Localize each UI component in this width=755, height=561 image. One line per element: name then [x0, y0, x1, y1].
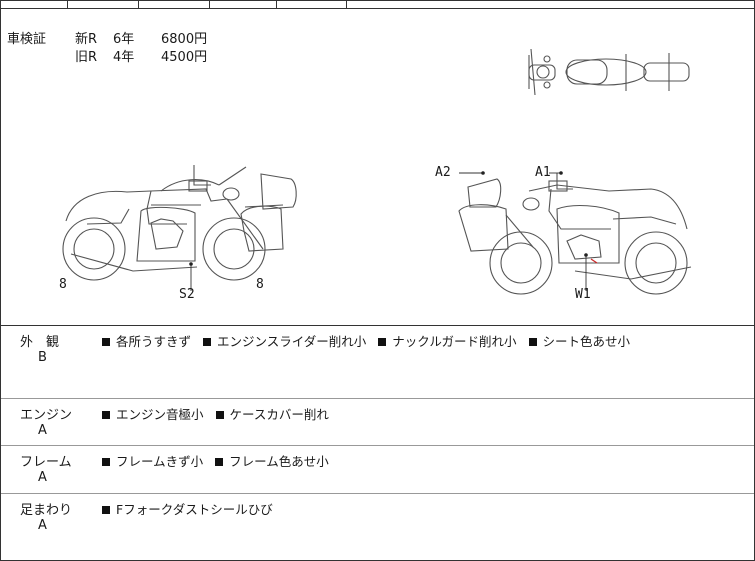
bullet-square-icon — [102, 338, 110, 346]
section-name: エンジン — [20, 408, 73, 423]
code-right-engine: W1 — [575, 287, 591, 302]
code-right-mirror: A1 — [535, 165, 551, 180]
bullet-square-icon — [528, 338, 537, 346]
code-right-box: A2 — [435, 165, 451, 180]
section-name: 外 観 — [20, 335, 60, 350]
left-side-bike — [62, 165, 297, 281]
bullet-square-icon — [102, 411, 110, 419]
motorcycle-diagram-svg — [62, 48, 692, 295]
note-item: フレームきず小 — [102, 454, 203, 469]
section-name: 足まわり — [20, 503, 73, 518]
note-item: フレーム色あせ小 — [215, 454, 329, 469]
top-cell — [1, 1, 68, 8]
shaken-new-years: 6年 — [113, 32, 135, 47]
section-grade: A — [38, 423, 47, 438]
top-cell — [68, 1, 139, 8]
bullet-square-icon — [203, 338, 211, 346]
code-dot-w1 — [584, 253, 588, 257]
section-notes: フレームきず小 フレーム色あせ小 — [102, 451, 337, 470]
shaken-label: 車検証 — [7, 32, 47, 47]
bullet-square-icon — [215, 458, 224, 466]
code-leader-lines — [190, 172, 587, 291]
top-table-strip — [1, 1, 754, 9]
right-side-bike — [458, 173, 692, 295]
bullet-square-icon — [378, 338, 387, 346]
top-view-bike — [528, 48, 690, 96]
note-item: 各所うすきず — [102, 334, 191, 349]
bullet-square-icon — [102, 506, 110, 514]
section-engine: エンジン A エンジン音極小 ケースカバー削れ — [1, 399, 754, 446]
shaken-old-price: 4500円 — [161, 50, 208, 65]
section-notes: Fフォークダストシールひび — [102, 499, 281, 518]
top-cell — [210, 1, 277, 8]
damage-diagram-area: 車検証 新R 6年 6800円 旧R 4年 4500円 — [1, 9, 754, 326]
section-notes: エンジン音極小 ケースカバー削れ — [102, 404, 337, 423]
top-cell — [277, 1, 347, 8]
section-grade: A — [38, 518, 47, 533]
code-dot-a1 — [559, 171, 563, 175]
code-left-exhaust: S2 — [179, 287, 195, 302]
code-dot-a2 — [481, 171, 485, 175]
note-item: シート色あせ小 — [528, 334, 630, 349]
section-grade: A — [38, 470, 47, 485]
section-grade: B — [38, 350, 47, 365]
shaken-new-price: 6800円 — [161, 32, 208, 47]
shaken-old-years: 4年 — [113, 50, 135, 65]
code-dot-s2 — [189, 262, 193, 266]
section-exterior: 外 観 B 各所うすきず エンジンスライダー削れ小 ナックルガード削れ小 シート… — [1, 326, 754, 399]
note-item: ケースカバー削れ — [215, 407, 329, 422]
section-frame: フレーム A フレームきず小 フレーム色あせ小 — [1, 446, 754, 494]
section-notes: 各所うすきず エンジンスライダー削れ小 ナックルガード削れ小 シート色あせ小 — [102, 331, 638, 350]
section-suspension: 足まわり A Fフォークダストシールひび — [1, 494, 754, 560]
code-left-front-tire: 8 — [59, 277, 67, 292]
shaken-old-kind: 旧R — [75, 50, 98, 65]
shaken-new-kind: 新R — [75, 32, 98, 47]
note-item: ナックルガード削れ小 — [378, 334, 517, 349]
section-name: フレーム — [20, 455, 72, 470]
red-marker — [590, 258, 598, 264]
code-left-rear-tire: 8 — [256, 277, 264, 292]
note-item: Fフォークダストシールひび — [102, 502, 273, 517]
bullet-square-icon — [215, 411, 224, 419]
note-item: エンジンスライダー削れ小 — [203, 334, 366, 349]
note-item: エンジン音極小 — [102, 407, 204, 422]
bullet-square-icon — [102, 458, 110, 466]
top-cell — [139, 1, 210, 8]
